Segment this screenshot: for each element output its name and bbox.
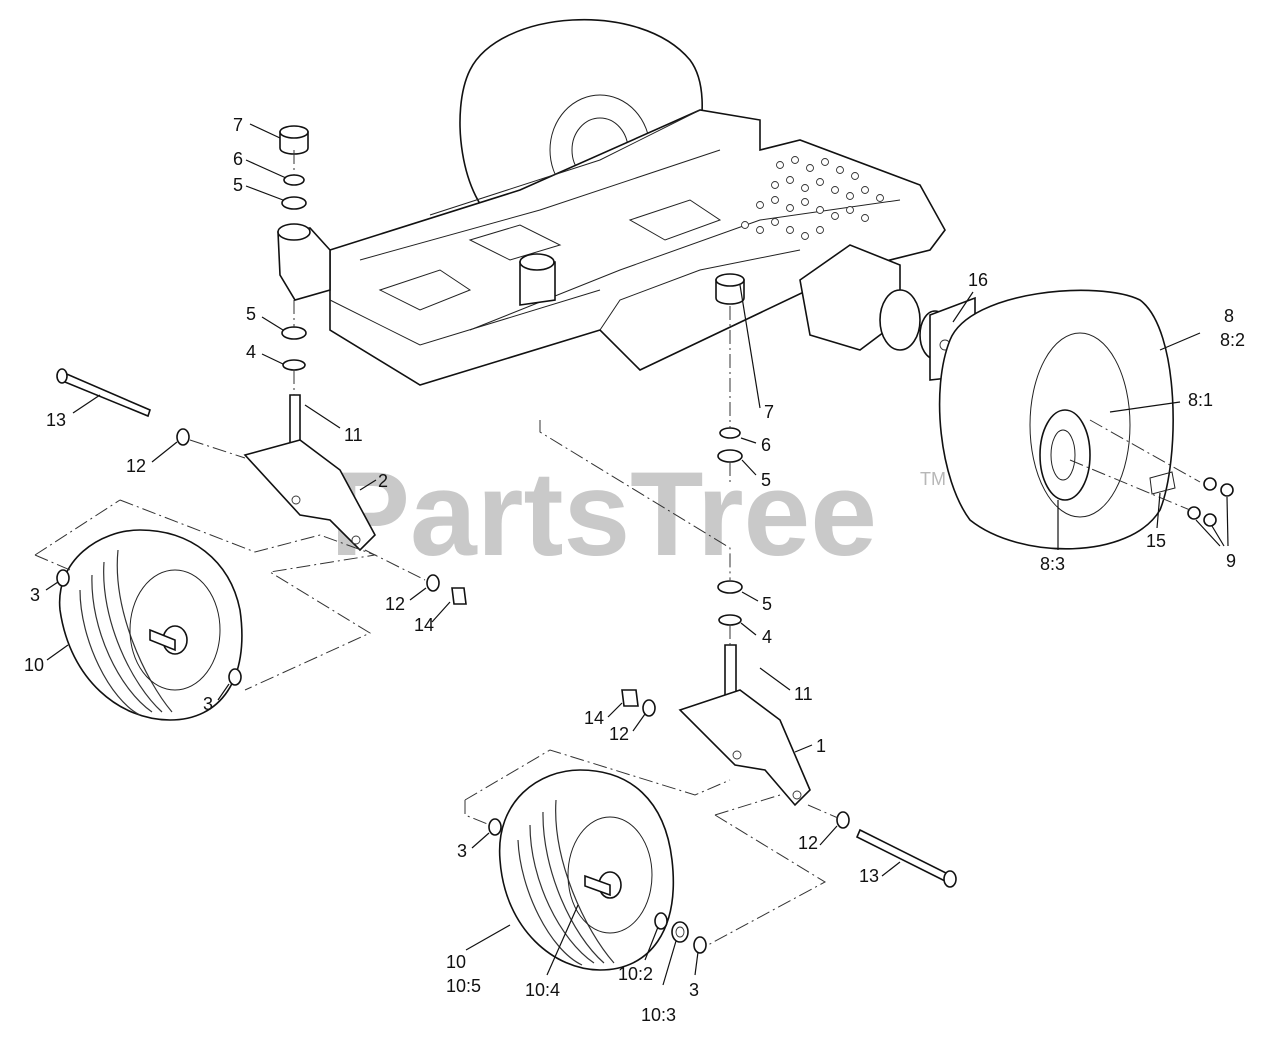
callout-labels: 7 6 5 5 4 13 11 12 2 3 10 3 12 14 7 6 5 … [24, 115, 1245, 1025]
callout-12: 12 [385, 594, 405, 614]
left-caster-wheel [56, 529, 243, 721]
right-caster-wheel [488, 769, 707, 971]
callout-13: 13 [859, 866, 879, 886]
callout-4: 4 [762, 627, 772, 647]
callout-4: 4 [246, 342, 256, 362]
callout-8-1: 8:1 [1188, 390, 1213, 410]
chassis-frame [329, 109, 946, 386]
callout-1: 1 [816, 736, 826, 756]
callout-5: 5 [762, 594, 772, 614]
callout-6: 6 [761, 435, 771, 455]
callout-10: 10 [446, 952, 466, 972]
callout-15: 15 [1146, 531, 1166, 551]
callout-3: 3 [30, 585, 40, 605]
callout-7: 7 [764, 402, 774, 422]
watermark-tm: TM [920, 469, 946, 489]
callout-8: 8 [1224, 306, 1234, 326]
callout-12: 12 [609, 724, 629, 744]
callout-5: 5 [233, 175, 243, 195]
callout-9: 9 [1226, 551, 1236, 571]
callout-2: 2 [378, 471, 388, 491]
callout-11: 11 [344, 425, 363, 445]
callout-14: 14 [584, 708, 604, 728]
callout-6: 6 [233, 149, 243, 169]
wheel-lug-hardware [1149, 471, 1234, 527]
callout-3: 3 [689, 980, 699, 1000]
callout-10: 10 [24, 655, 44, 675]
callout-3: 3 [457, 841, 467, 861]
callout-12: 12 [126, 456, 146, 476]
rear-wheel-right [938, 289, 1174, 550]
callout-8-2: 8:2 [1220, 330, 1245, 350]
callout-14: 14 [414, 615, 434, 635]
frame-holes [741, 156, 884, 240]
callout-10-3: 10:3 [641, 1005, 676, 1025]
callout-10-2: 10:2 [618, 964, 653, 984]
callout-13: 13 [46, 410, 66, 430]
watermark: PartsTree TM [330, 447, 946, 581]
callout-12: 12 [798, 833, 818, 853]
callout-11: 11 [794, 684, 813, 704]
watermark-text: PartsTree [330, 447, 877, 581]
callout-5: 5 [761, 470, 771, 490]
callout-10-5: 10:5 [446, 976, 481, 996]
valve-stem-15 [1149, 471, 1176, 495]
assembly-lines [34, 150, 1201, 946]
callout-7: 7 [233, 115, 243, 135]
right-caster-stack [519, 253, 957, 888]
leader-lines [45, 123, 1229, 986]
left-caster-stack [56, 125, 467, 605]
callout-16: 16 [968, 270, 988, 290]
callout-5: 5 [246, 304, 256, 324]
callout-8-3: 8:3 [1040, 554, 1065, 574]
callout-3: 3 [203, 694, 213, 714]
callout-10-4: 10:4 [525, 980, 560, 1000]
